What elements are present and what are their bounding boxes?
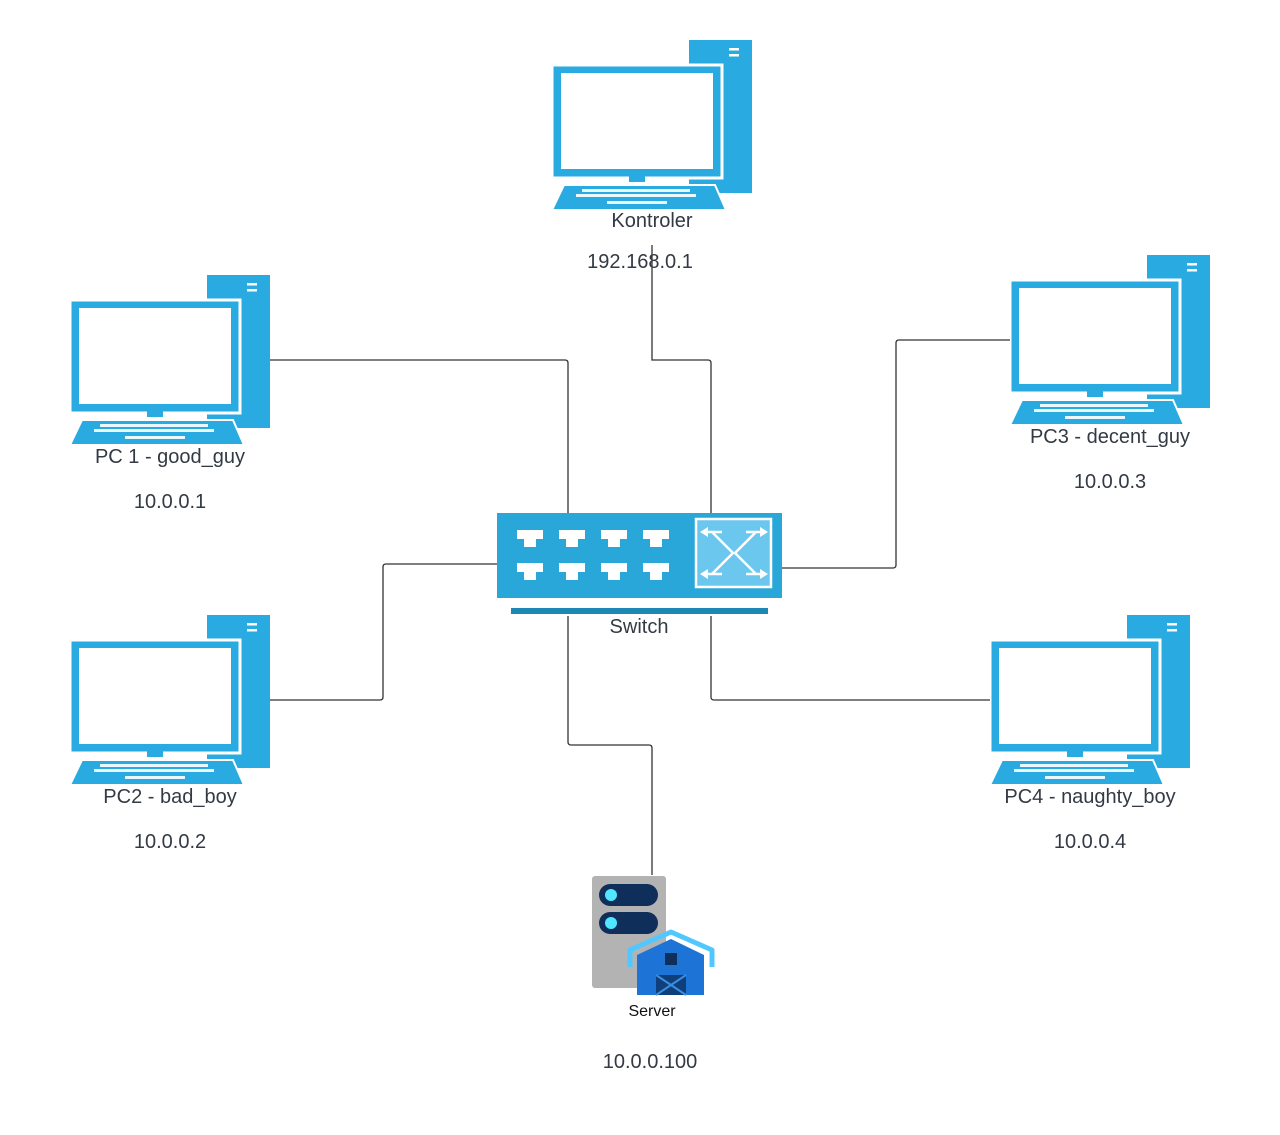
pc2-computer-icon <box>70 615 270 785</box>
pc1-label: PC 1 - good_guy <box>94 446 246 468</box>
switch-label: Switch <box>609 616 669 638</box>
pc2-label: PC2 - bad_boy <box>103 786 237 808</box>
kontroler-ip: 192.168.0.1 <box>587 251 693 273</box>
server-ip: 10.0.0.100 <box>602 1051 698 1073</box>
pc3-ip: 10.0.0.3 <box>1073 471 1147 493</box>
link-pc1-switch <box>270 359 569 513</box>
server-label: Server <box>628 1003 676 1020</box>
links-layer <box>270 245 1014 875</box>
link-server-switch <box>567 616 653 875</box>
kontroler-label: Kontroler <box>611 210 693 232</box>
pc1-computer-icon <box>70 275 270 445</box>
link-pc2-switch <box>270 563 497 701</box>
barn-icon <box>627 929 715 996</box>
link-kontroler-switch <box>651 245 712 513</box>
kontroler-computer-icon <box>552 40 752 210</box>
pc4-ip: 10.0.0.4 <box>1053 831 1127 853</box>
pc3-computer-icon <box>1010 255 1210 425</box>
pc4-label: PC4 - naughty_boy <box>1004 786 1176 808</box>
link-pc3-switch <box>782 339 1014 569</box>
link-pc4-switch <box>710 616 994 701</box>
pc4-computer-icon <box>990 615 1190 785</box>
pc1-ip: 10.0.0.1 <box>133 491 207 513</box>
network-switch-icon <box>497 513 782 614</box>
pc3-label: PC3 - decent_guy <box>1029 426 1191 448</box>
pc2-ip: 10.0.0.2 <box>133 831 207 853</box>
